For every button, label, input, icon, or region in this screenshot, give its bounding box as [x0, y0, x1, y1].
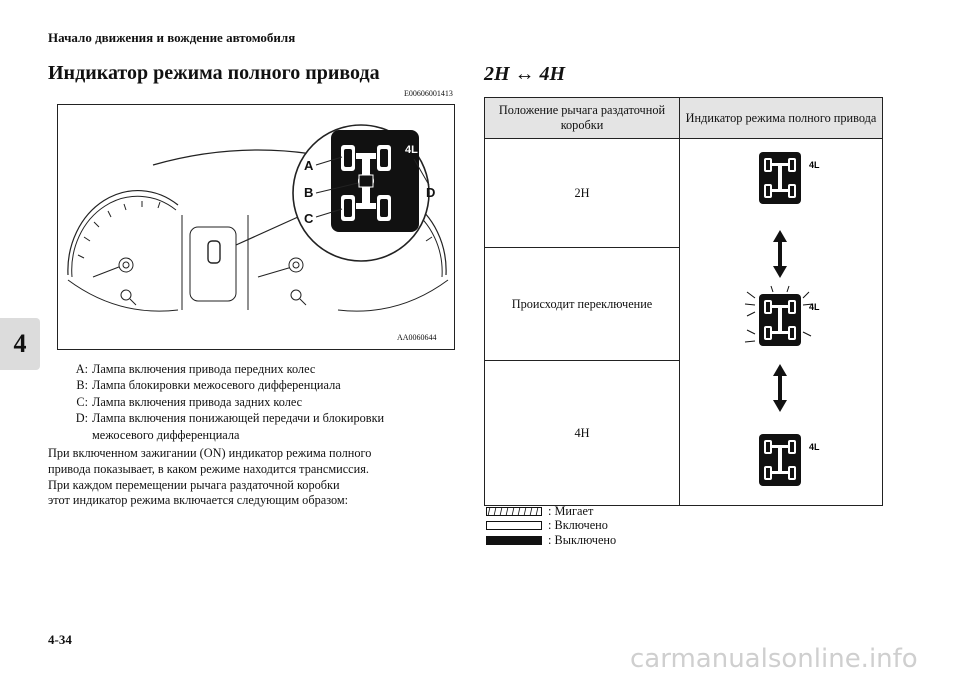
label-c: C	[304, 211, 314, 226]
on-swatch-icon	[486, 521, 542, 530]
section-title: Индикатор режима полного привода	[48, 62, 380, 84]
label-a: A	[304, 158, 314, 173]
table-header-lever: Положение рычага раздаточной коробки	[484, 97, 680, 139]
mode-table: Положение рычага раздаточной коробки Инд…	[484, 97, 883, 506]
chapter-tab	[0, 318, 40, 370]
table-header-indicator: Индикатор режима полного привода	[679, 97, 883, 139]
table-cell-4h: 4H	[484, 360, 680, 506]
indicator-sequence-cell: 4L 4L 4L	[679, 138, 883, 506]
legend-item: A:Лампа включения привода передних колес	[75, 362, 316, 376]
mode-title: 2H ↔ 4H	[484, 63, 566, 85]
legend-item: B:Лампа блокировки межосевого дифференци…	[76, 378, 341, 393]
label-b: B	[304, 185, 314, 200]
key-off: : Выключено	[486, 533, 616, 548]
instrument-cluster-figure: A B C D 4L	[57, 104, 455, 350]
legend-item: D:Лампа включения понижающей передачи и …	[75, 411, 385, 442]
body-paragraph: При включенном зажигании (ON) индикатор …	[48, 446, 372, 508]
table-cell-switching: Происходит переключение	[484, 247, 680, 361]
label-d: D	[426, 185, 436, 200]
label-4l: 4L	[405, 144, 418, 156]
instrument-cluster-drawing	[67, 124, 449, 312]
indicator-sequence-drawing: 4L 4L 4L	[744, 152, 820, 486]
running-header: Начало движения и вождение автомобиля	[48, 30, 296, 45]
icon-label-4l-1: 4L	[809, 160, 820, 170]
icon-label-4l-2: 4L	[809, 302, 820, 312]
legend-item: C:Лампа включения привода задних колес	[76, 394, 303, 409]
chapter-tab-number: 4	[13, 329, 27, 358]
section-code: E00606001413	[404, 89, 453, 98]
key-blink: : Мигает	[486, 504, 593, 519]
icon-label-4l-3: 4L	[809, 442, 820, 452]
off-swatch-icon	[486, 536, 542, 545]
page-number: 4-34	[48, 632, 72, 647]
key-on: : Включено	[486, 518, 608, 533]
figure-legend: A:Лампа включения привода передних колес…	[66, 361, 422, 443]
blink-swatch-icon	[486, 507, 542, 516]
watermark: carmanualsonline.info	[630, 644, 918, 674]
table-cell-2h: 2H	[484, 138, 680, 248]
figure-caption: AA0060644	[397, 333, 437, 342]
